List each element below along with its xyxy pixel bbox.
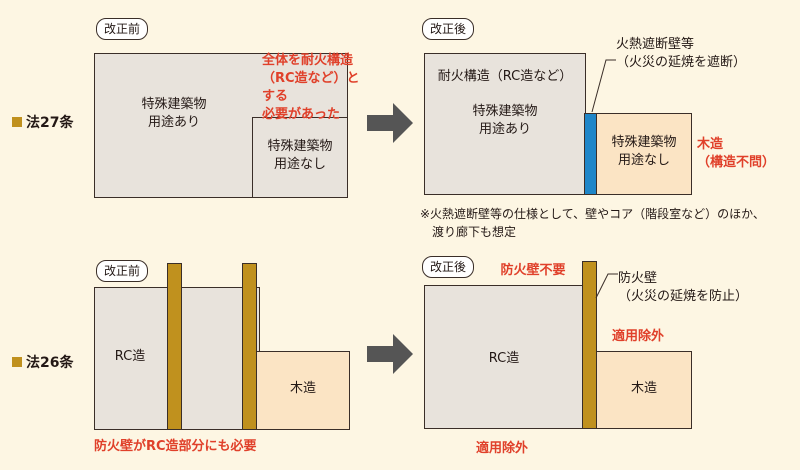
row-label-art27: 法27条: [12, 112, 73, 132]
building-wood-after: [596, 351, 692, 429]
building-non-special-use: [252, 117, 348, 198]
leader-line: [595, 273, 618, 299]
red-note-fireproof-required: 全体を耐火構造 （RC造など）とする 必要があった: [262, 53, 360, 122]
red-note-fire-wall-required: 防火壁がRC造部分にも必要: [94, 439, 257, 454]
building-rc-after: [424, 285, 584, 429]
red-note-exempt-top: 適用除外: [612, 329, 665, 344]
building-rc-label: RC造: [114, 349, 146, 364]
tag-after-bottom: 改正後: [422, 256, 475, 278]
red-note-wood-any-structure: 木造 （構造不問）: [697, 137, 776, 170]
fire-barrier-wall-label: 火熱遮断壁等 （火災の延焼を遮断）: [616, 37, 747, 70]
arrow-right-icon: [367, 103, 413, 143]
building-wood-after-label: 木造: [630, 381, 657, 396]
building-fireproof-label: 特殊建築物 用途あり: [472, 104, 538, 137]
fire-wall-after: [582, 261, 597, 429]
building-non-special-use-label: 特殊建築物 用途なし: [267, 139, 333, 172]
tag-before-top: 改正前: [96, 18, 149, 40]
red-note-fire-wall-not-needed: 防火壁不要: [500, 263, 566, 278]
arrow-right-icon: [367, 334, 413, 374]
fire-wall-label: 防火壁 （火災の延焼を防止）: [618, 271, 749, 304]
fire-wall-1: [167, 263, 182, 430]
row-label-art26: 法26条: [12, 352, 73, 372]
square-bullet-icon: [12, 357, 22, 367]
building-fireproof: [424, 53, 586, 195]
building-wood-label: 特殊建築物 用途なし: [611, 135, 677, 168]
building-special-use-label: 特殊建築物 用途あり: [141, 97, 207, 130]
square-bullet-icon: [12, 117, 22, 127]
fire-wall-2: [242, 263, 257, 430]
tag-after-top: 改正後: [422, 18, 475, 40]
footnote: ※火熱遮断壁等の仕様として、壁やコア（階段室など）のほか、 渡り廊下も想定: [420, 207, 765, 239]
building-wood-bottom-left: [256, 351, 350, 430]
tag-before-bottom: 改正前: [96, 260, 149, 282]
row-label-art26-text: 法26条: [26, 355, 74, 371]
building-rc-after-label: RC造: [488, 351, 520, 366]
leader-line: [591, 59, 616, 113]
building-wood-bottom-left-label: 木造: [289, 381, 316, 396]
red-note-exempt-bottom: 適用除外: [476, 441, 529, 456]
building-wood: [596, 113, 692, 195]
row-label-art27-text: 法27条: [26, 115, 74, 131]
building-fireproof-header: 耐火構造（RC造など）: [437, 69, 573, 84]
